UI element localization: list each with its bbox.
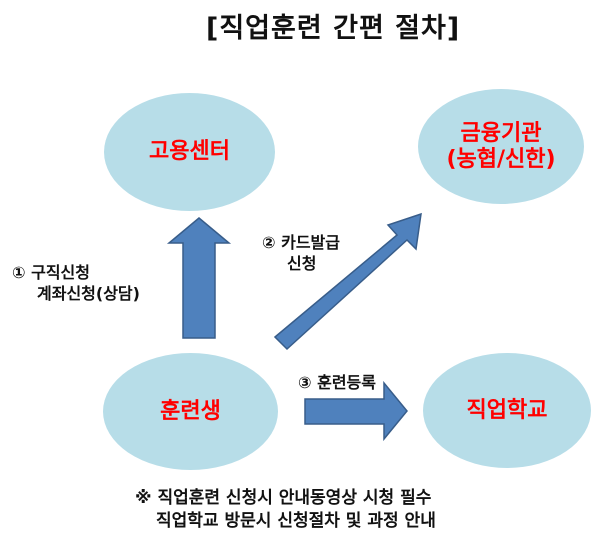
right-arrow <box>304 380 408 442</box>
node-label: 직업학교 <box>466 397 548 423</box>
step2-line2: 신청 <box>287 254 317 273</box>
step2-line1: ② 카드발급 <box>262 233 340 252</box>
step1-line2: 계좌신청(상담) <box>37 284 140 303</box>
node-label-line1: 금융기관 <box>460 120 542 146</box>
step1-label: ① 구직신청 계좌신청(상담) <box>12 262 140 304</box>
node-label: 훈련생 <box>160 398 221 424</box>
step3-line: ③ 훈련등록 <box>298 373 376 392</box>
note-line2: 직업학교 방문시 신청절차 및 과정 안내 <box>156 511 436 531</box>
node-vocational-school: 직업학교 <box>423 353 591 468</box>
node-financial-institution: 금융기관 (농협/신한) <box>418 89 584 204</box>
node-employment-center: 고용센터 <box>104 93 275 211</box>
diagonal-arrow <box>273 212 422 351</box>
step2-label: ② 카드발급 신청 <box>262 232 340 274</box>
node-label-line2: (농협/신한) <box>446 146 556 172</box>
note-line1: ※ 직업훈련 신청시 안내동영상 시청 필수 <box>135 488 432 508</box>
node-label: 고용센터 <box>149 139 230 164</box>
step3-label: ③ 훈련등록 <box>298 372 376 393</box>
node-trainee: 훈련생 <box>103 353 278 470</box>
step1-line1: ① 구직신청 <box>12 263 90 282</box>
up-arrow <box>166 217 232 339</box>
page-title: [직업훈련 간편 절차] <box>206 13 461 44</box>
